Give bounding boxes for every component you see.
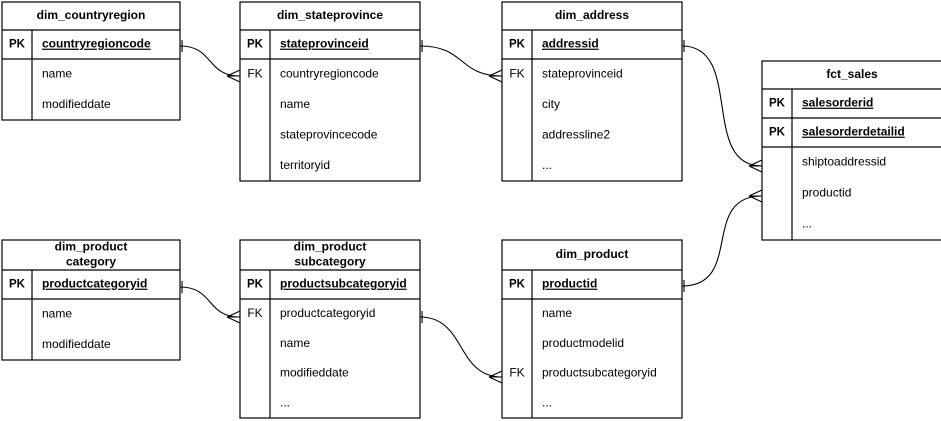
key-badge-fk: FK bbox=[509, 366, 524, 380]
attribute-field: addressline2 bbox=[542, 127, 610, 141]
relationship-address-to-sales[interactable] bbox=[681, 40, 763, 173]
cardinality-many-marker bbox=[748, 159, 763, 173]
attribute-primary-key: salesorderdetailid bbox=[802, 125, 905, 139]
attribute-field: name bbox=[280, 97, 310, 111]
attribute-field: name bbox=[42, 66, 72, 80]
attribute-primary-key: countryregioncode bbox=[42, 37, 151, 51]
attribute-primary-key: addressid bbox=[542, 37, 599, 51]
attribute-field: ... bbox=[280, 395, 290, 409]
entity-title: dim_stateprovince bbox=[277, 8, 383, 22]
attribute-primary-key: productid bbox=[542, 277, 597, 291]
cardinality-many-marker bbox=[488, 370, 503, 384]
key-badge-pk: PK bbox=[509, 279, 526, 291]
entity-border bbox=[501, 239, 683, 419]
key-badge-fk: FK bbox=[247, 66, 262, 80]
entity-title: dim_product bbox=[556, 247, 629, 261]
attribute-field: ... bbox=[802, 217, 812, 231]
key-badge-pk: PK bbox=[769, 127, 786, 139]
attribute-field: name bbox=[542, 306, 572, 320]
cardinality-many-marker bbox=[226, 69, 241, 83]
attribute-primary-key: productcategoryid bbox=[42, 277, 147, 291]
entity-title: subcategory bbox=[294, 255, 366, 269]
cardinality-many-marker bbox=[748, 189, 763, 203]
relationship-line bbox=[419, 45, 503, 77]
entity-title: dim_countryregion bbox=[37, 8, 146, 22]
key-badge-pk: PK bbox=[9, 39, 26, 51]
attribute-field: stateprovinceid bbox=[542, 66, 623, 80]
entity-title: category bbox=[66, 255, 116, 269]
cardinality-many-marker bbox=[226, 310, 241, 324]
attribute-field: name bbox=[42, 306, 72, 320]
entity-title: dim_product bbox=[294, 240, 367, 254]
attribute-field: productsubcategoryid bbox=[542, 366, 657, 380]
relationship-countryregion-to-stateprovince[interactable] bbox=[179, 40, 241, 83]
attribute-field: territoryid bbox=[280, 158, 330, 172]
attribute-primary-key: productsubcategoryid bbox=[280, 277, 407, 291]
entity-title: fct_sales bbox=[826, 67, 878, 81]
key-badge-pk: PK bbox=[247, 39, 264, 51]
key-badge-pk: PK bbox=[769, 98, 786, 110]
attribute-field: modifieddate bbox=[42, 337, 111, 351]
attribute-primary-key: stateprovinceid bbox=[280, 37, 369, 51]
relationship-stateprovince-to-address[interactable] bbox=[419, 40, 503, 83]
relationship-line bbox=[681, 45, 763, 167]
attribute-field: ... bbox=[542, 158, 552, 172]
attribute-field: stateprovincecode bbox=[280, 127, 378, 141]
entity-border bbox=[501, 1, 683, 182]
attribute-field: productid bbox=[802, 186, 851, 200]
attribute-field: modifieddate bbox=[42, 97, 111, 111]
attribute-field: productmodelid bbox=[542, 336, 624, 350]
attribute-field: name bbox=[280, 336, 310, 350]
entity-title: dim_address bbox=[555, 8, 629, 22]
key-badge-fk: FK bbox=[247, 306, 262, 320]
relationship-line bbox=[681, 195, 763, 287]
entity-border bbox=[239, 1, 421, 182]
attribute-field: city bbox=[542, 97, 560, 111]
attribute-field: modifieddate bbox=[280, 366, 349, 380]
entity-title: dim_product bbox=[55, 240, 128, 254]
key-badge-pk: PK bbox=[9, 279, 26, 291]
relationships-layer bbox=[179, 40, 763, 384]
key-badge-pk: PK bbox=[509, 39, 526, 51]
relationship-subcategory-to-product[interactable] bbox=[419, 311, 503, 384]
relationship-product-to-sales[interactable] bbox=[681, 189, 763, 292]
relationship-productcategory-to-subcategory[interactable] bbox=[179, 281, 241, 324]
attribute-field: productcategoryid bbox=[280, 306, 375, 320]
attribute-primary-key: salesorderid bbox=[802, 96, 873, 110]
key-badge-pk: PK bbox=[247, 279, 264, 291]
entity-border bbox=[761, 60, 941, 241]
attribute-field: countryregioncode bbox=[280, 66, 379, 80]
relationship-line bbox=[179, 45, 241, 77]
relationship-line bbox=[419, 316, 503, 378]
key-badge-fk: FK bbox=[509, 66, 524, 80]
attribute-field: ... bbox=[542, 395, 552, 409]
relationship-line bbox=[179, 286, 241, 318]
cardinality-many-marker bbox=[488, 69, 503, 83]
attribute-field: shiptoaddressid bbox=[802, 155, 886, 169]
